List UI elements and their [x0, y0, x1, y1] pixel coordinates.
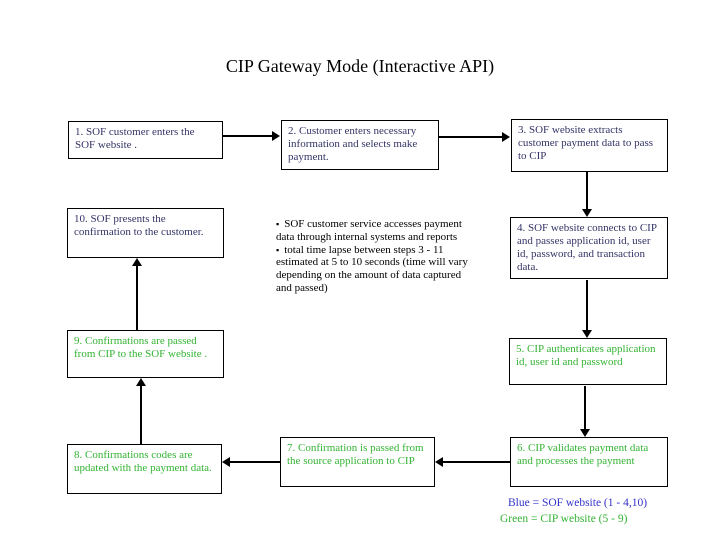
legend: Blue = SOF website (1 - 4,10) Green = CI… — [500, 496, 647, 527]
arrow-6-to-7 — [435, 457, 510, 467]
legend-green-line: Green = CIP website (5 - 9) — [500, 512, 628, 525]
arrowhead-left-icon — [222, 457, 230, 467]
arrow-3-to-4 — [582, 172, 592, 217]
flow-box-step-2: 2. Customer enters necessary information… — [281, 120, 439, 170]
note-text: SOF customer service accesses payment da… — [276, 218, 462, 243]
arrowhead-down-icon — [582, 330, 592, 338]
flow-box-step-5: 5. CIP authenticates application id, use… — [509, 338, 667, 385]
note-item: ▪SOF customer service accesses payment d… — [276, 218, 470, 244]
arrow-5-to-6 — [580, 386, 590, 437]
flow-box-step-8: 8. Confirmations codes are updated with … — [67, 444, 222, 494]
arrow-4-to-5 — [582, 280, 592, 338]
arrowhead-up-icon — [132, 258, 142, 266]
arrowhead-right-icon — [272, 131, 280, 141]
arrow-8-to-9 — [136, 378, 146, 444]
legend-blue-line: Blue = SOF website (1 - 4,10) — [508, 497, 648, 509]
note-item: ▪total time lapse between steps 3 - 11 e… — [276, 244, 470, 295]
bullet-icon: ▪ — [276, 244, 280, 255]
flow-box-step-7: 7. Confirmation is passed from the sourc… — [280, 437, 435, 487]
flow-box-step-6: 6. CIP validates payment data and proces… — [510, 437, 668, 487]
notes-block: ▪SOF customer service accesses payment d… — [276, 218, 470, 295]
flow-box-step-9: 9. Confirmations are passed from CIP to … — [67, 330, 224, 378]
bullet-icon: ▪ — [276, 219, 280, 229]
flow-box-step-10: 10. SOF presents the confirmation to the… — [67, 208, 224, 258]
flow-box-step-1: 1. SOF customer enters the SOF website . — [68, 121, 223, 159]
arrow-9-to-10 — [132, 258, 142, 330]
arrow-2-to-3 — [439, 132, 510, 142]
arrowhead-down-icon — [580, 429, 590, 437]
arrow-7-to-8 — [222, 457, 280, 467]
arrowhead-right-icon — [502, 132, 510, 142]
flow-box-step-4: 4. SOF website connects to CIP and passe… — [510, 217, 668, 279]
arrowhead-down-icon — [582, 209, 592, 217]
arrow-1-to-2 — [223, 131, 280, 141]
note-text: total time lapse between steps 3 - 11 es… — [276, 243, 468, 294]
arrowhead-up-icon — [136, 378, 146, 386]
diagram-title: CIP Gateway Mode (Interactive API) — [225, 56, 495, 76]
arrowhead-left-icon — [435, 457, 443, 467]
flow-box-step-3: 3. SOF website extracts customer payment… — [511, 119, 668, 172]
